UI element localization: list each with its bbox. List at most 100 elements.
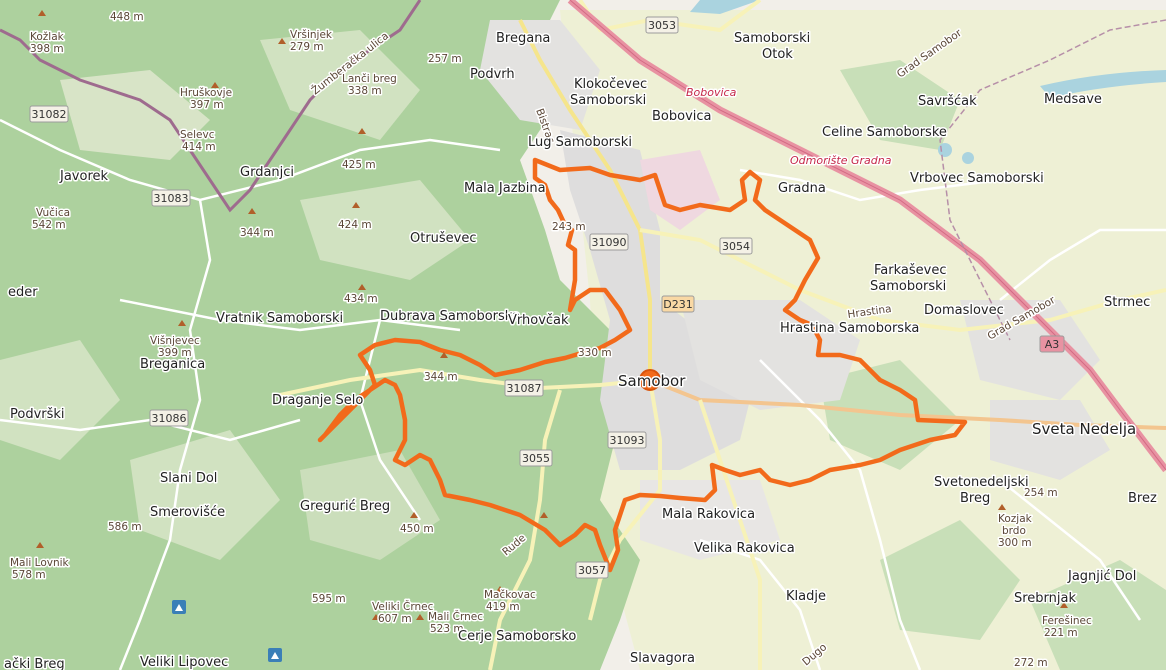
clearing-3 (300, 180, 470, 280)
road-shield-31093: 31093 (607, 431, 647, 449)
label-slavagora: Slavagora (630, 651, 695, 666)
svg-text:31087: 31087 (507, 382, 542, 395)
svg-text:A3: A3 (1045, 338, 1060, 351)
road-shield-31082: 31082 (29, 105, 69, 123)
label-podvrh: Podvrh (470, 67, 515, 82)
svg-text:3054: 3054 (722, 240, 750, 253)
label-velika-rakovica: Velika Rakovica (694, 541, 795, 556)
label-mala-rakovica: Mala Rakovica (662, 507, 755, 522)
label-cerje: Cerje Samoborsko (458, 629, 576, 644)
label-draganje: Draganje Selo (272, 393, 363, 408)
label-farkasevec-1: Farkaševec (874, 263, 946, 278)
label-farkasevec-2: Samoborski (870, 279, 946, 294)
label-523: 523 m (430, 623, 464, 635)
label-397: 397 m (190, 99, 224, 111)
svg-text:31086: 31086 (152, 412, 187, 425)
urban-bregana (480, 20, 600, 130)
label-bobovica: Bobovica (652, 109, 712, 124)
label-samoborski-otok-2: Otok (762, 47, 793, 62)
label-dubrava: Dubrava Samoborska (380, 309, 520, 324)
label-podvrski: Podvrški (10, 407, 65, 422)
label-vrhovcak: Vrhovčak (508, 313, 569, 328)
label-425: 425 m (342, 159, 376, 171)
label-279: 279 m (290, 41, 324, 53)
country-border (0, 0, 422, 213)
svg-text:31090: 31090 (592, 236, 627, 249)
label-221: 221 m (1044, 627, 1078, 639)
label-odmoriste: Odmorište Gradna (790, 154, 892, 167)
road-shield-3057: 3057 (575, 561, 609, 579)
label-mali-crnec: Mali Črnec (428, 610, 483, 623)
clearing-6 (300, 450, 440, 560)
svg-text:31093: 31093 (610, 434, 645, 447)
label-254: 254 m (1024, 487, 1058, 499)
label-otrusevec: Otruševec (410, 231, 477, 246)
label-gradna: Gradna (778, 181, 826, 196)
clearing-4 (0, 340, 120, 460)
secondary-roads (279, 0, 1166, 670)
clearing-1 (60, 70, 210, 160)
motorway-a3-edge (569, 0, 1166, 471)
label-medsave: Medsave (1044, 92, 1102, 107)
svg-text:D231: D231 (663, 298, 692, 311)
pond-2 (962, 152, 974, 164)
river-sava-left (690, 0, 760, 14)
label-257: 257 m (428, 53, 462, 65)
label-kozjak-1: Kozjak (998, 513, 1033, 525)
label-344a: 344 m (240, 227, 274, 239)
label-vrbovec: Vrbovec Samoborski (910, 171, 1044, 186)
label-klokocevec-2: Samoborski (570, 93, 646, 108)
label-srebrnjak: Srebrnjak (1014, 591, 1076, 606)
label-mala-jazbina: Mala Jazbina (464, 181, 546, 196)
mountain-hut-icon-2 (268, 648, 282, 662)
location-marker[interactable] (639, 369, 661, 391)
label-grdanjci: Grdanjci (240, 165, 294, 180)
pond-1 (938, 143, 952, 157)
label-veliki-lipovec: Veliki Lipovec (140, 655, 228, 670)
label-visnjevec: Višnjevec (150, 335, 200, 347)
label-sveta-nedelja: Sveta Nedelja (1032, 420, 1136, 438)
label-586: 586 m (108, 521, 142, 533)
label-344b: 344 m (424, 371, 458, 383)
label-domaslovec: Domaslovec (924, 303, 1004, 318)
label-eder: eder (8, 285, 38, 300)
label-selevc: Selevc (180, 129, 215, 141)
road-shield-31083: 31083 (151, 189, 191, 207)
label-542: 542 m (32, 219, 66, 231)
label-vrsinjek: Vršinjek (290, 29, 333, 41)
label-kozlak: Kožlak (30, 31, 65, 43)
label-kozjak-2: brdo (1002, 525, 1026, 537)
label-samoborski-otok-1: Samoborski (734, 31, 810, 46)
label-kozjak-3: 300 m (998, 537, 1032, 549)
label-jagnjic: Jagnjić Dol (1067, 569, 1136, 584)
forest-patch-4 (1030, 560, 1166, 670)
mountain-hut-icon (172, 600, 186, 614)
route-outline[interactable] (317, 157, 968, 573)
label-414: 414 m (182, 141, 216, 153)
label-brez: Brez (1128, 491, 1157, 506)
road-shield-31087: 31087 (504, 379, 544, 397)
label-celine: Celine Samoborske (822, 125, 947, 140)
label-419: 419 m (486, 601, 520, 613)
label-bregana: Bregana (496, 31, 550, 46)
road-shield-d231: D231 (661, 295, 695, 313)
label-breganica: Breganica (140, 357, 205, 372)
label-424: 424 m (338, 219, 372, 231)
label-hrastina-samoborska: Hrastina Samoborska (780, 321, 919, 336)
label-ski-breg: ački Breg (4, 657, 65, 670)
label-bobovica-red: Bobovica (686, 86, 737, 99)
label-strmec: Strmec (1104, 295, 1150, 310)
label-savrscak: Savršćak (918, 94, 977, 109)
road-shield-31090: 31090 (589, 233, 629, 251)
label-434: 434 m (344, 293, 378, 305)
label-243: 243 m (552, 221, 586, 233)
label-mali-lovnik: Mali Lovnik (10, 557, 70, 569)
svg-text:3055: 3055 (522, 452, 550, 465)
road-shield-3053: 3053 (645, 16, 679, 34)
municipal-boundary (939, 19, 1166, 341)
label-javorek: Javorek (59, 169, 109, 184)
label-607: 607 m (378, 613, 412, 625)
river-sava-right (1040, 70, 1166, 98)
